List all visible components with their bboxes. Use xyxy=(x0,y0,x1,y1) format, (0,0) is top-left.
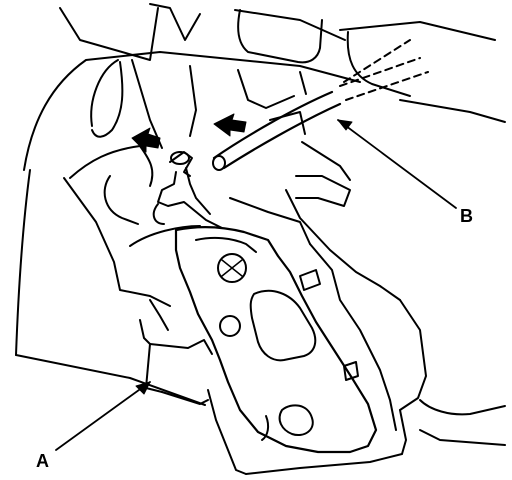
callout-label-a: A xyxy=(36,451,49,471)
background-panels xyxy=(15,3,506,446)
leader-arrow-a xyxy=(135,381,151,395)
leader-arrow-b xyxy=(337,119,353,131)
hose-b xyxy=(212,39,429,171)
linkage-rod xyxy=(152,151,223,229)
leader-line-a xyxy=(55,381,151,451)
bracket-plate xyxy=(174,226,378,454)
direction-arrows xyxy=(131,113,247,153)
leader-lines xyxy=(55,119,457,451)
bracket-assembly xyxy=(63,141,427,475)
arrow-right-icon xyxy=(213,113,247,137)
leader-line-b xyxy=(337,119,457,209)
callout-label-b: B xyxy=(460,206,473,226)
arrow-left-icon xyxy=(131,127,161,153)
